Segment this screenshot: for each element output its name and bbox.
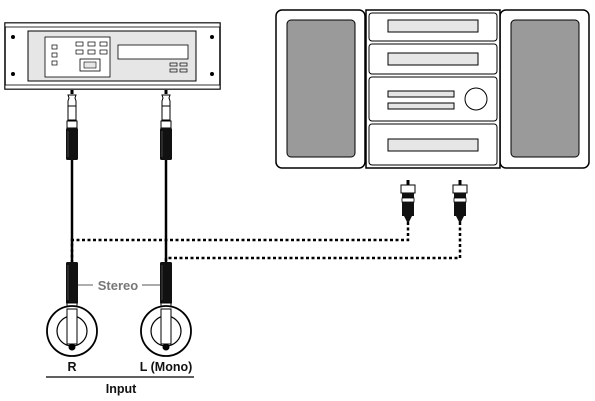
rca-plug-left <box>400 180 416 222</box>
input-jack-r <box>46 305 98 357</box>
rack-screw-icon <box>210 72 214 76</box>
rca-plug-right <box>452 180 468 222</box>
right-input-label: R <box>67 360 76 374</box>
rack-output-plug-left <box>160 90 172 160</box>
input-plug-r <box>66 262 78 312</box>
input-label: Input <box>106 382 137 396</box>
rack-screw-icon <box>210 35 214 39</box>
rack-audio-unit <box>4 22 221 90</box>
rack-screw-icon <box>11 72 15 76</box>
rack-screw-icon <box>11 35 15 39</box>
left-mono-input-label: L (Mono) <box>140 360 193 374</box>
input-plug-l <box>160 262 172 312</box>
display-window <box>117 44 189 60</box>
input-jack-l <box>140 305 192 357</box>
stereo-label: Stereo <box>98 278 139 293</box>
volume-knob-icon <box>464 87 488 111</box>
stereo-system <box>275 9 590 169</box>
cables <box>70 160 462 268</box>
rack-output-plug-right <box>66 90 78 160</box>
